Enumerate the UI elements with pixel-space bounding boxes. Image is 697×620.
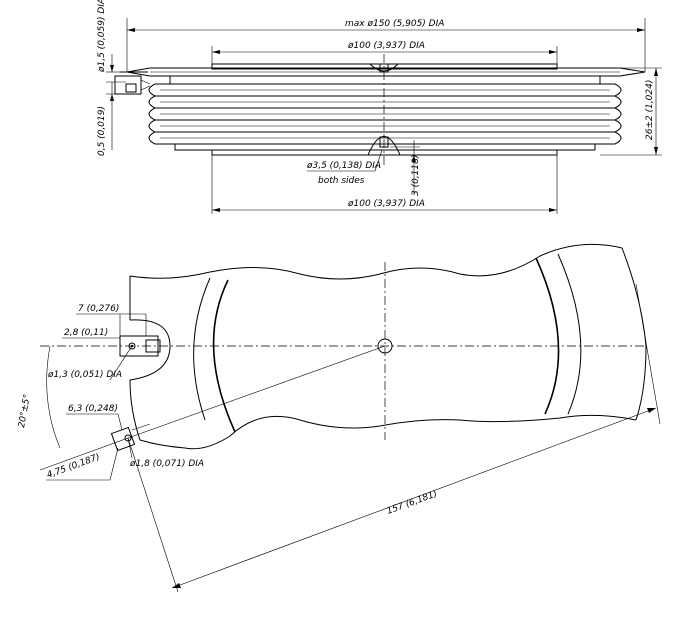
hole-diameter-note: ø3,5 (0,138) DIA both sides [306, 149, 383, 186]
side-view: max ø150 (5,905) DIA ø100 (3,937) DIA [97, 0, 662, 214]
dim-6-3-label: 6,3 (0,248) [68, 404, 118, 414]
lead-offset-label: 0,5 (0,019) [97, 106, 107, 156]
flange-thickness-dimension: ø1,5 (0,059) DIA [97, 0, 120, 73]
max-diameter-dimension: max ø150 (5,905) DIA [127, 19, 645, 32]
dim-d1-8: ø1,8 (0,071) DIA [127, 437, 204, 469]
top-centering-hole [369, 63, 399, 73]
dim-4-75-label: 4,75 (0,187) [46, 452, 102, 480]
hole-diameter-label: ø3,5 (0,138) DIA [306, 161, 381, 171]
bottom-diameter-label: ø100 (3,937) DIA [347, 199, 425, 209]
dim-7-label: 7 (0,276) [78, 304, 119, 314]
length-label: 157 (6,181) [386, 489, 439, 516]
dim-2-8: 2,8 (0,11) [62, 328, 120, 339]
auxiliary-connector [110, 423, 151, 452]
hole-depth-dimension: 3 (0,118) [390, 140, 421, 196]
device-outline-top [129, 243, 647, 450]
max-diameter-label: max ø150 (5,905) DIA [345, 19, 444, 29]
bottom-diameter-dimension: ø100 (3,937) DIA [212, 199, 557, 212]
gate-connector [119, 319, 171, 381]
lead-offset-dimension: 0,5 (0,019) [97, 81, 126, 156]
gate-lead-side [114, 71, 151, 95]
flange-thickness-label: ø1,5 (0,059) DIA [97, 0, 107, 73]
height-label: 26±2 (1,024) [645, 80, 655, 140]
top-view: 7 (0,276) 2,8 (0,11) ø1,3 (0,051) DIA 20… [17, 243, 661, 593]
hole-note-label: both sides [318, 176, 365, 186]
dim-4-75: 4,75 (0,187) [46, 447, 119, 481]
center-hole [377, 338, 393, 354]
bottom-centering-hole [367, 136, 401, 156]
dim-6-3: 6,3 (0,248) [66, 404, 123, 431]
dim-7: 7 (0,276) [76, 304, 147, 336]
angle-label: 20°±5° [17, 394, 33, 429]
hole-depth-label: 3 (0,118) [411, 155, 421, 196]
dim-d1-8-label: ø1,8 (0,071) DIA [129, 459, 204, 469]
dim-d1-3: ø1,3 (0,051) DIA [47, 345, 133, 381]
top-diameter-label: ø100 (3,937) DIA [347, 41, 425, 51]
dim-2-8-label: 2,8 (0,11) [64, 328, 108, 338]
top-diameter-dimension: ø100 (3,937) DIA [212, 41, 557, 54]
height-dimension: 26±2 (1,024) [600, 67, 662, 156]
device-body-side [126, 63, 646, 156]
dim-d1-3-label: ø1,3 (0,051) DIA [47, 370, 122, 380]
